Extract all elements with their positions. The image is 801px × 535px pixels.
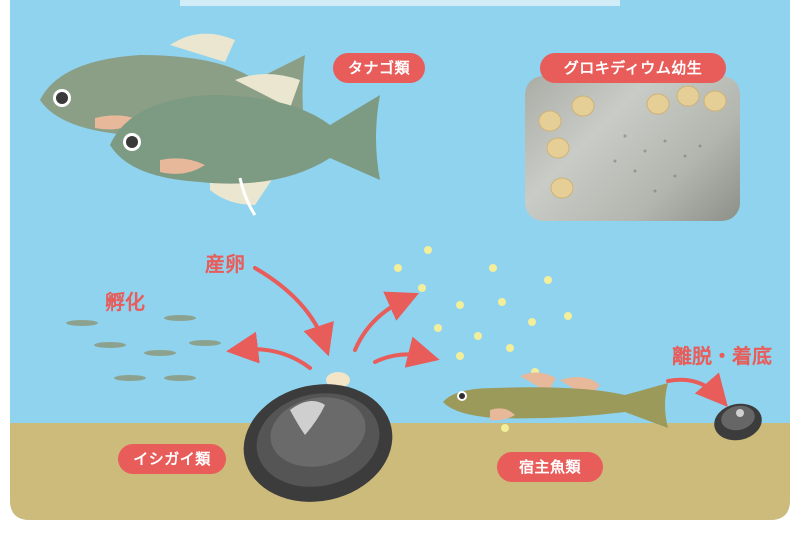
label-ishigai: イシガイ類 bbox=[118, 444, 226, 474]
label-tanago: タナゴ類 bbox=[333, 53, 425, 83]
fry-school bbox=[66, 315, 221, 381]
label-detach: 離脱・着底 bbox=[672, 344, 772, 368]
label-spawning: 産卵 bbox=[205, 252, 245, 276]
tanago-fish-front bbox=[110, 74, 380, 216]
label-glochidia: グロキディウム幼生 bbox=[540, 53, 726, 83]
label-hatching: 孵化 bbox=[105, 290, 145, 314]
host-fish bbox=[443, 372, 668, 428]
glochidia-photo bbox=[525, 76, 740, 221]
title-strip bbox=[180, 0, 620, 6]
arrows bbox=[226, 266, 728, 408]
label-host-fish: 宿主魚類 bbox=[497, 452, 603, 482]
ishigai-mussel bbox=[243, 372, 393, 502]
small-mussel bbox=[714, 403, 762, 441]
